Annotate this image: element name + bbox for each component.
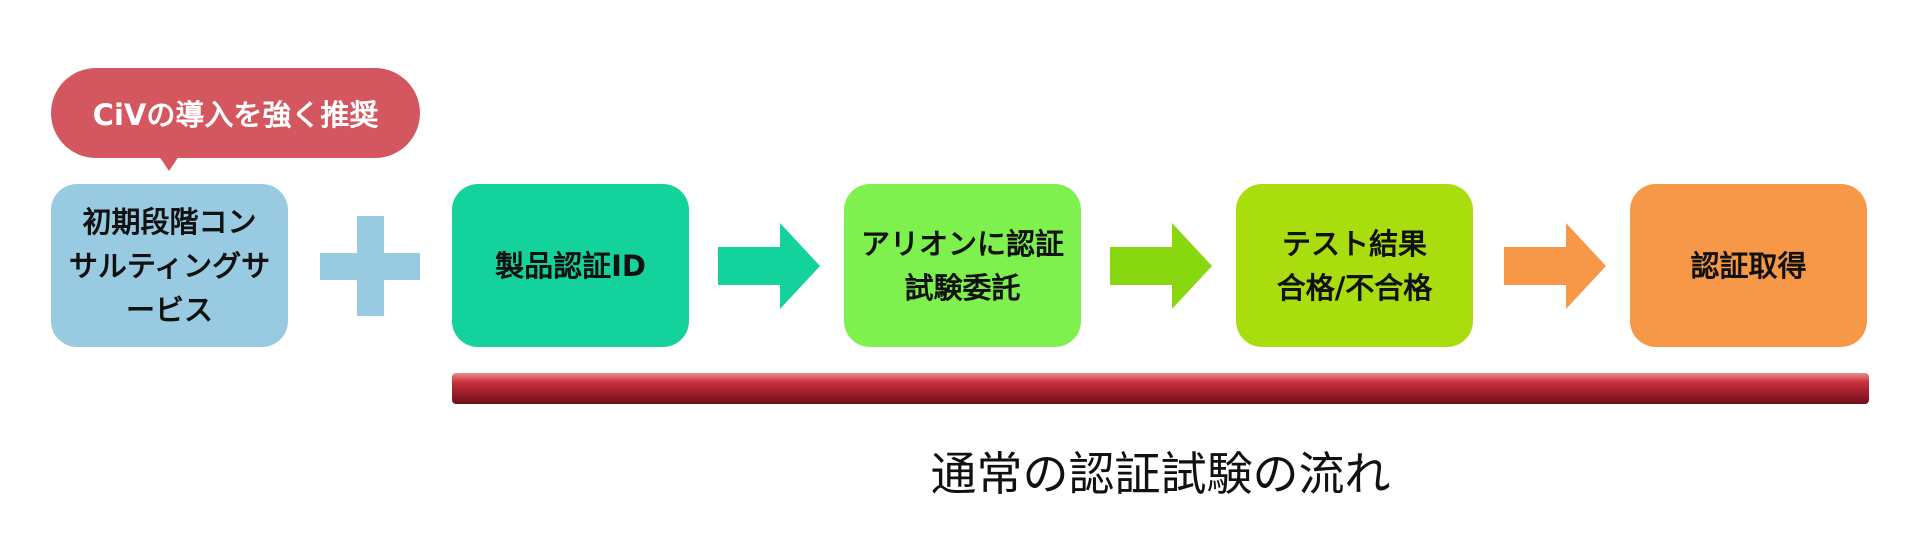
- callout-tail: [159, 156, 179, 171]
- step-label: テスト結果 合格/不合格: [1276, 226, 1433, 305]
- step-test-consignment: アリオンに認証 試験委託: [844, 184, 1081, 347]
- plus-icon: [320, 216, 420, 316]
- arrow-right-icon: [1110, 223, 1212, 309]
- step-label: 製品認証ID: [495, 248, 646, 283]
- plus-vertical-bar: [357, 216, 384, 316]
- step-certification: 認証取得: [1630, 184, 1867, 347]
- consulting-service-label: 初期段階コン サルティングサ ービス: [68, 204, 271, 327]
- normal-flow-caption: 通常の認証試験の流れ: [930, 447, 1391, 501]
- arrow-shape: [718, 223, 820, 309]
- arrow-shape: [1110, 223, 1212, 309]
- arrow-right-icon: [1504, 223, 1606, 309]
- recommendation-callout: CiVの導入を強く推奨: [51, 68, 420, 158]
- normal-flow-bar: [452, 373, 1869, 404]
- consulting-service-box: 初期段階コン サルティングサ ービス: [51, 184, 288, 347]
- arrow-right-icon: [718, 223, 820, 309]
- step-test-result: テスト結果 合格/不合格: [1236, 184, 1473, 347]
- arrow-shape: [1504, 223, 1606, 309]
- step-label: アリオンに認証 試験委託: [860, 226, 1064, 305]
- step-label: 認証取得: [1690, 248, 1807, 283]
- step-product-cert-id: 製品認証ID: [452, 184, 689, 347]
- recommendation-callout-text: CiVの導入を強く推奨: [92, 98, 379, 132]
